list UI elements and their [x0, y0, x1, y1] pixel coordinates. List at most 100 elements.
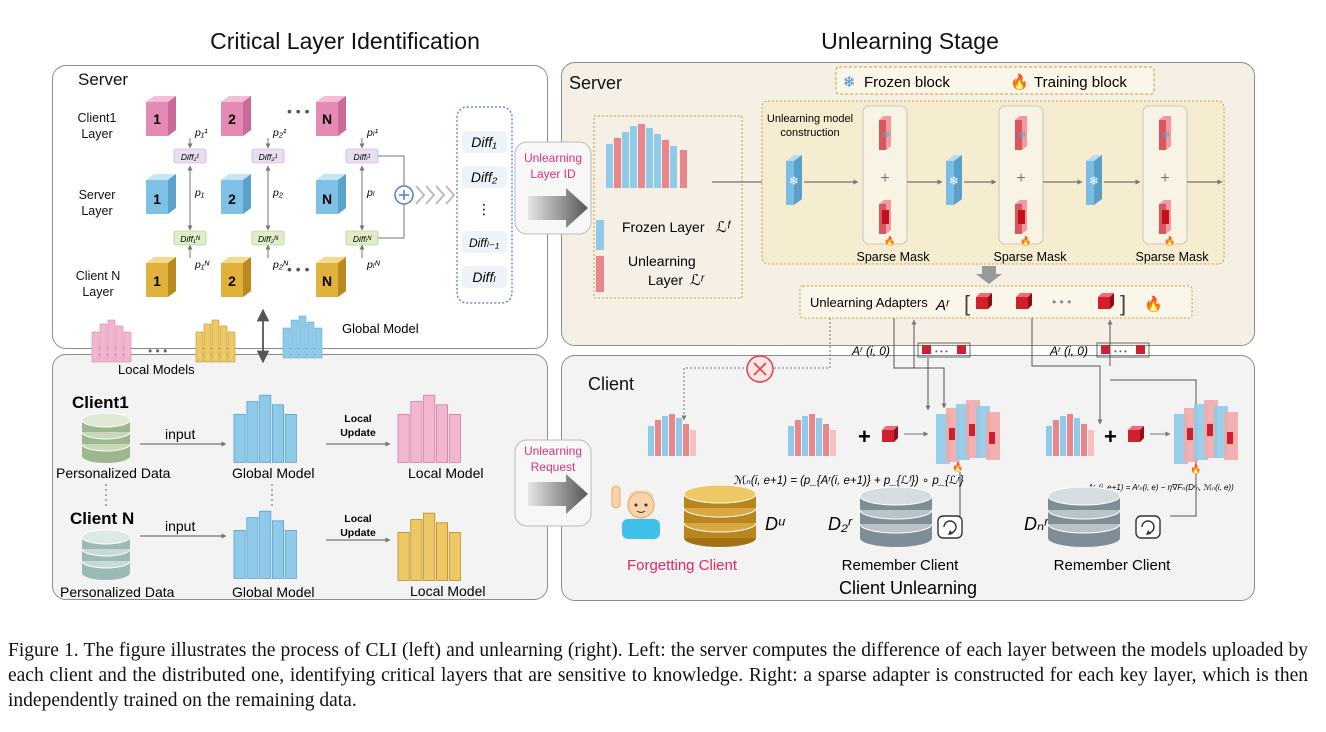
- p-mid-2: p₂: [272, 187, 283, 199]
- col-id-mid-1: 1: [153, 191, 161, 207]
- diff-top-2: Diff₂¹: [259, 152, 278, 162]
- client1-local-update-1: Local: [344, 413, 372, 425]
- forgetting-client-label: Forgetting Client: [627, 557, 738, 574]
- request-line1: Unlearning: [524, 444, 582, 458]
- row-label-server: Server Layer: [72, 187, 122, 219]
- diff-list-1: Diff₁: [471, 134, 497, 150]
- adapters-symbol: Aʳ: [935, 297, 950, 314]
- sparse-mask-2: Sparse Mask: [994, 250, 1068, 264]
- d-n-label: Dₙʳ: [1024, 514, 1049, 534]
- row-label-server-line1: Server: [78, 188, 116, 202]
- diff-tags-bottom: Diff₁ᴺ Diff₂ᴺ Diffₗᴺ: [173, 230, 379, 246]
- refresh-icon-1: [937, 515, 963, 539]
- svg-text:+: +: [1160, 170, 1169, 187]
- row-label-client1-line1: Client1: [77, 111, 117, 125]
- col-id-top-1: 1: [153, 111, 161, 127]
- layer-id-line1: Unlearning: [524, 151, 582, 165]
- legend-box: [835, 66, 1155, 95]
- col-id-bot-1: 1: [153, 273, 161, 289]
- p-top-1: p₁¹: [194, 127, 208, 139]
- remember-client-label-2: Remember Client: [1054, 557, 1172, 574]
- client-unlearning-panel: [561, 355, 1255, 601]
- remember-client2-data-icon: [859, 486, 933, 548]
- svg-text:🔥: 🔥: [1164, 235, 1175, 246]
- request-line2: Request: [531, 460, 576, 474]
- diff-top-1: Diff₁¹: [181, 152, 199, 162]
- unlearning-layer-symbol: ℒʳ: [690, 272, 705, 289]
- forgetting-data-icon: [683, 484, 757, 548]
- p-top-N: pₗ¹: [366, 127, 379, 139]
- diff-list-2: Diff₂: [471, 169, 498, 185]
- col-id-mid-N: N: [322, 191, 332, 207]
- row-label-clientN-line1: Client N: [75, 269, 121, 283]
- diff-bot-2: Diff₂ᴺ: [258, 234, 279, 244]
- p-mid-N: pₗ: [366, 187, 375, 199]
- plus-icon-2: +: [1104, 424, 1117, 449]
- figure-caption: Figure 1. The figure illustrates the pro…: [8, 640, 1308, 711]
- frozen-layer-swatch: [596, 220, 604, 250]
- server-layer-2: [221, 174, 251, 214]
- col-id-mid-2: 2: [228, 191, 236, 207]
- fire-icon: 🔥: [1010, 73, 1029, 91]
- sparse-mask-3: Sparse Mask: [1136, 250, 1210, 264]
- layer-id-line2: Layer ID: [530, 167, 576, 181]
- row-label-client1-line2: Layer: [81, 127, 113, 141]
- col-id-top-N: N: [322, 111, 332, 127]
- adapters-box: [799, 285, 1193, 319]
- clientN-local-model-label: Local Model: [410, 583, 486, 599]
- client1-layer-2: [221, 96, 251, 136]
- client1-data-icon: [81, 412, 131, 464]
- clientN-adapter-cube: [1128, 426, 1144, 442]
- diagram-canvas: ❄ ❄: [56, 66, 1238, 600]
- server-layer-1: [146, 174, 176, 214]
- svg-text:• • •: • • •: [1114, 347, 1127, 356]
- diff-tags-top: Diff₁¹ Diff₂¹ Diffₗ¹: [173, 148, 379, 164]
- request-arrow-icon: [528, 474, 588, 514]
- forgetting-client-person-icon: [611, 485, 660, 539]
- svg-text:• • •: • • •: [1052, 295, 1071, 309]
- local-model-pink: [91, 319, 132, 363]
- adapters-label: Unlearning Adapters: [810, 295, 928, 310]
- col-id-bot-N: N: [322, 273, 332, 289]
- adapter-cube-2: [1016, 293, 1032, 309]
- client1-local-model: [397, 394, 461, 463]
- formula-a: Aʳₙ(i, e+1) = Aʳₙ(i, e) − η∇Fₙ(Dʳₙ, ℳₙ(i…: [1087, 483, 1234, 492]
- client2-adapted-model: [936, 400, 1000, 464]
- client1-personalized-data: Personalized Data: [56, 465, 171, 481]
- legend-frozen-block: Frozen block: [864, 74, 950, 91]
- svg-text:🔥: 🔥: [1020, 235, 1031, 246]
- row-label-server-line2: Layer: [81, 204, 113, 218]
- p-bot-1: p₁ᴺ: [194, 259, 210, 271]
- svg-text:+: +: [880, 170, 889, 187]
- unlearning-server-label: Server: [569, 73, 623, 93]
- col-id-top-2: 2: [228, 111, 236, 127]
- client1-input-label: input: [165, 426, 195, 442]
- client1-local-model-label: Local Model: [408, 465, 484, 481]
- local-model-gold: [195, 319, 236, 363]
- diff-bot-1: Diff₁ᴺ: [180, 234, 200, 244]
- ellipsis-top: • • •: [287, 103, 310, 119]
- d-2-label: D₂ʳ: [828, 514, 853, 534]
- snowflake-icon: ❄: [843, 74, 856, 91]
- clientN-adapted-model: [1174, 400, 1238, 464]
- clientN-input-label: input: [165, 518, 195, 534]
- client-label: Client: [588, 374, 635, 394]
- frozen-layer-symbol: ℒᶠ: [716, 219, 732, 236]
- unlearning-layer-label-2: Layer: [648, 272, 683, 288]
- formula-m: ℳₙ(i, e+1) = (p_{Aʳ(i, e+1)} + p_{ℒᶠ}) ∘…: [734, 475, 964, 487]
- construction-label-1: Unlearning model: [767, 113, 853, 125]
- svg-text:]: ]: [1120, 291, 1126, 316]
- layer-id-arrow-icon: [528, 188, 588, 228]
- clientN-title: Client N: [70, 509, 134, 528]
- diff-list-L-1: Diffₗ₋₁: [469, 236, 499, 250]
- adapter-cube-1: [976, 293, 992, 309]
- unlearning-request-button[interactable]: Unlearning Request: [514, 439, 592, 527]
- svg-text:[: [: [964, 291, 970, 316]
- diff-bot-N: Diffₗᴺ: [353, 234, 372, 244]
- adapter-ref-1: Aʳ (i, 0): [851, 344, 890, 358]
- svg-text:• • •: • • •: [935, 347, 948, 356]
- p-top-2: p₂¹: [272, 127, 287, 139]
- construction-chain: + 🔥 + 🔥 + 🔥: [786, 105, 1223, 246]
- svg-text:🔥: 🔥: [1190, 463, 1201, 474]
- unlearning-layer-id-button[interactable]: Unlearning Layer ID: [514, 141, 592, 235]
